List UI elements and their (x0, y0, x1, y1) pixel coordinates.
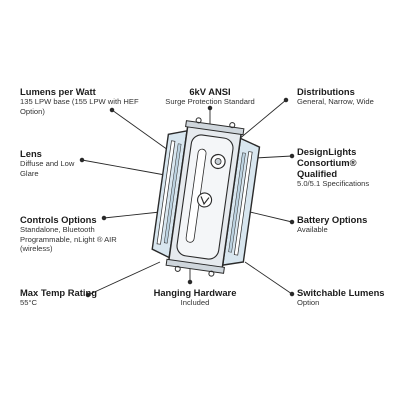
callout-desc: Standalone, Bluetooth Programmable, nLig… (20, 225, 117, 254)
callout-desc: General, Narrow, Wide (297, 97, 374, 106)
callout-desc: Surge Protection Standard (165, 97, 255, 106)
callout-desc: Option (297, 298, 320, 307)
callout-title: Lens (20, 148, 42, 159)
leader-dot-lumens (109, 107, 115, 113)
callout-designlights: DesignLights Consortium® Qualified 5.0/5… (297, 146, 397, 189)
callout-desc: 135 LPW base (155 LPW with HEF Option) (20, 97, 139, 116)
hanger-hook-icon (229, 122, 236, 129)
callout-title: Battery Options (297, 214, 368, 225)
fixture-body (151, 117, 261, 277)
leader-dot-battery (289, 219, 295, 225)
hanger-hook-icon (195, 117, 202, 124)
leader-distributions (237, 99, 287, 141)
leader-controls (103, 211, 161, 219)
callout-battery-options: Battery Options Available (297, 214, 397, 235)
hanger-hook-icon (208, 270, 215, 277)
callout-controls-options: Controls Options Standalone, Bluetooth P… (20, 214, 138, 254)
callout-desc: 55°C (20, 298, 37, 307)
leader-lens (81, 159, 166, 176)
leader-dot-designlights (289, 153, 295, 159)
callout-title: Controls Options (20, 214, 97, 225)
leader-designlights (254, 155, 293, 159)
leader-dot-switchable (289, 291, 295, 297)
leader-dot-hanging (187, 279, 193, 285)
leader-dot-ansi (207, 105, 213, 111)
leader-lumens (111, 109, 169, 151)
leader-dot-maxtemp (85, 292, 91, 298)
leader-battery (249, 211, 293, 223)
callout-desc: Diffuse and Low Glare (20, 159, 75, 178)
callout-distributions: Distributions General, Narrow, Wide (297, 86, 397, 107)
callout-max-temp-rating: Max Temp Rating 55°C (20, 287, 130, 308)
callout-title: Distributions (297, 86, 355, 97)
leader-dot-distributions (283, 97, 289, 103)
callout-hanging-hardware: Hanging Hardware Included (140, 287, 250, 308)
callout-title: 6kV ANSI (189, 86, 231, 97)
callout-desc: 5.0/5.1 Specifications (297, 179, 370, 188)
callout-title: DesignLights Consortium® Qualified (297, 146, 357, 179)
callout-title: Max Temp Rating (20, 287, 97, 298)
callout-lumens-per-watt: Lumens per Watt 135 LPW base (155 LPW wi… (20, 86, 140, 116)
leader-maxtemp (87, 261, 161, 296)
callout-desc: Available (297, 225, 328, 234)
leader-lines (79, 97, 295, 298)
callout-6kv-ansi: 6kV ANSI Surge Protection Standard (150, 86, 270, 107)
callout-lens: Lens Diffuse and Low Glare (20, 148, 80, 178)
leader-switchable (244, 261, 293, 295)
callout-title: Switchable Lumens (297, 287, 385, 298)
leader-dot-lens (79, 157, 85, 163)
callout-desc: Included (180, 298, 210, 307)
hanger-hook-icon (174, 265, 181, 272)
callout-title: Lumens per Watt (20, 86, 96, 97)
callout-switchable-lumens: Switchable Lumens Option (297, 287, 397, 308)
leader-dot-controls (101, 215, 107, 221)
callout-title: Hanging Hardware (153, 287, 237, 298)
